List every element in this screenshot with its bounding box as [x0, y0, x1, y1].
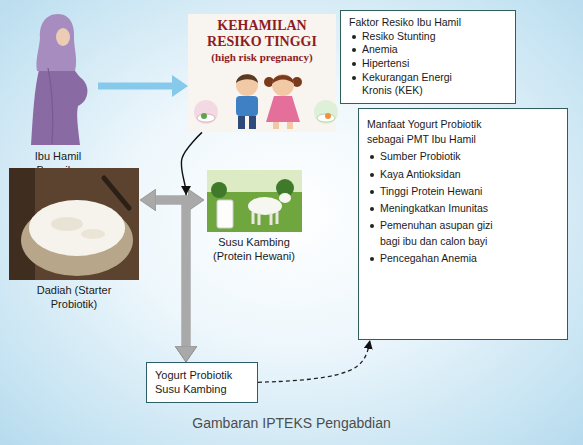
- node-label: Faktor Resiko Ibu Hamil: [349, 16, 507, 30]
- decor-circle: [314, 100, 338, 124]
- list-item: Hipertensi: [349, 57, 507, 71]
- plate: [197, 114, 215, 122]
- connector-arrow: [140, 200, 186, 346]
- item-text: Anemia: [362, 43, 398, 57]
- connector-arrow: [258, 340, 370, 382]
- curd-texture: [81, 229, 105, 239]
- bullet-dot: [352, 35, 356, 39]
- connector-arrow: [98, 83, 172, 90]
- goat-milk-photo: [207, 170, 302, 232]
- spoon: [104, 178, 129, 208]
- plate: [317, 114, 335, 122]
- boy-hair: [236, 75, 258, 84]
- field: [207, 192, 302, 232]
- item-text: Meningkatkan Imunitas: [380, 201, 488, 216]
- junction-arrowhead: [181, 186, 191, 195]
- face: [56, 28, 70, 46]
- dress: [31, 66, 87, 145]
- image-panel: KEHAMILAN RESIKO TINGGI(high risk pregna…: [188, 14, 336, 132]
- boy-head: [236, 74, 258, 96]
- bullet-dot: [352, 76, 356, 80]
- node-subtitle: (high risk pregnancy): [192, 51, 332, 64]
- list-item: Tinggi Protein Hewani: [367, 184, 559, 199]
- list-item: Pemenuhan asupan gizi bagi ibu dan calon…: [367, 218, 559, 248]
- node-label: Yogurt Probiotik Susu Kambing: [155, 368, 249, 397]
- item-text: Hipertensi: [362, 57, 409, 71]
- list-item: Sumber Probiotik: [367, 149, 559, 164]
- list-item: Pencegahan Anemia: [367, 251, 559, 266]
- goat-legs: [253, 212, 277, 225]
- list-item: Anemia: [349, 43, 507, 57]
- photo-node: Dadiah (Starter Probiotik): [8, 168, 140, 312]
- list-item: Kekurangan Energi Kronis (KEK): [349, 71, 507, 98]
- dress-fold: [48, 68, 53, 144]
- node-label: Susu Kambing (Protein Hewani): [204, 236, 304, 264]
- food: [325, 113, 331, 119]
- node-label: Manfaat Yogurt Probiotik sebagai PMT Ibu…: [367, 117, 507, 147]
- node-label: KEHAMILAN RESIKO TINGGI: [192, 18, 332, 50]
- girl-dress: [266, 96, 300, 122]
- item-text: Pemenuhan asupan gizi bagi ibu dan calon…: [380, 218, 508, 248]
- dadiah-curd: [29, 200, 125, 256]
- bullet-dot: [370, 155, 374, 159]
- bullet-dot: [370, 173, 374, 177]
- process-box: Yogurt Probiotik Susu Kambing: [146, 362, 258, 403]
- item-text: Tinggi Protein Hewani: [380, 184, 482, 199]
- boy-leg: [249, 116, 256, 129]
- boy-shirt: [236, 96, 258, 116]
- bullet-dot: [370, 224, 374, 228]
- list-item: Kaya Antioksidan: [367, 167, 559, 182]
- dadiah-photo: [9, 168, 139, 280]
- item-text: Pencegahan Anemia: [380, 251, 477, 266]
- decor-circle: [194, 100, 218, 124]
- hijab: [36, 14, 76, 71]
- item-text: Kaya Antioksidan: [380, 167, 461, 182]
- boy-leg: [238, 116, 245, 129]
- bullet-dot: [352, 62, 356, 66]
- figure-node: Ibu Hamil Beresiko: [18, 8, 98, 178]
- list-item: Meningkatkan Imunitas: [367, 201, 559, 216]
- goat-head: [279, 193, 291, 203]
- girl-leg: [273, 122, 279, 129]
- node-label: Dadiah (Starter Probiotik): [18, 284, 130, 312]
- item-text: Resiko Stunting: [362, 30, 436, 44]
- food: [201, 113, 207, 119]
- girl-leg: [287, 122, 293, 129]
- pregnant-woman-figure: [18, 8, 98, 146]
- bullet-dot: [370, 257, 374, 261]
- milk-glass: [217, 200, 233, 228]
- bullet-dot: [370, 207, 374, 211]
- list-box: Manfaat Yogurt Probiotik sebagai PMT Ibu…: [358, 108, 568, 340]
- diagram-caption: Gambaran IPTEKS Pengabdian: [0, 415, 583, 431]
- connector-arrow: [186, 200, 204, 346]
- bullet-dot: [352, 48, 356, 52]
- bullet-dot: [370, 190, 374, 194]
- list-box: Faktor Resiko Ibu HamilResiko StuntingAn…: [340, 10, 516, 104]
- girl-head: [272, 74, 294, 96]
- decorations: [181, 186, 191, 195]
- tree: [211, 182, 227, 198]
- children-illustration: [192, 66, 340, 130]
- girl-hair: [272, 75, 294, 84]
- item-text: Kekurangan Energi Kronis (KEK): [362, 71, 474, 98]
- item-text: Sumber Probiotik: [380, 149, 461, 164]
- photo-ground: [9, 168, 139, 280]
- photo-node: Susu Kambing (Protein Hewani): [204, 170, 304, 264]
- list-item: Resiko Stunting: [349, 30, 507, 44]
- curd-texture: [51, 217, 83, 231]
